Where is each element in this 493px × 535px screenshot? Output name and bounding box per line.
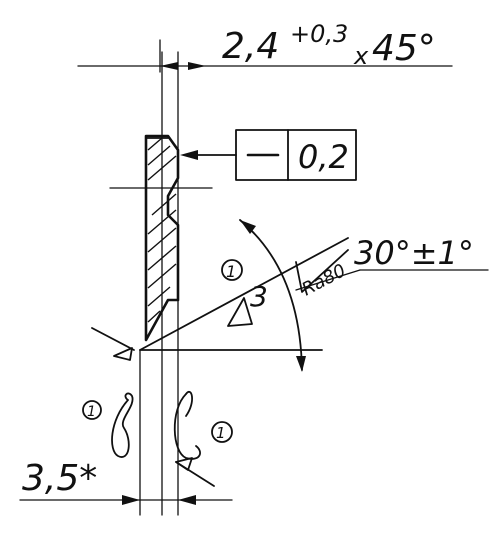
weld-loop-left-icon [111,392,134,458]
tolerance-leader-arrow [180,150,198,160]
angle-inclined-line [139,237,349,351]
chamfer-multiplier-text: x [353,42,369,70]
weld-loop-right-top [185,391,193,417]
weld-flag-left-icon [113,347,133,361]
weld-leg-text: 3 [250,280,268,313]
weld-loop-right-icon [173,393,201,460]
chamfer-dimension: 2,4 +0,3 x 45° [77,20,453,73]
weld-triangle-icon [227,297,253,327]
weld-indicator-right: 1 [173,391,233,487]
part-outline [109,51,213,516]
flatness-tolerance-frame: 0,2 [180,129,357,181]
weld-ref-left-circle-icon [82,400,102,420]
weld-ref-left-mark: 1 [87,404,96,420]
weld-ref-mark: 1 [226,262,236,281]
tolerance-value-text: 0,2 [298,138,349,176]
roughness-check-icon [295,249,349,293]
width-arrow-left [122,495,140,505]
chamfer-base-text: 2,4 [222,26,279,67]
angle-arc-arrow-bottom [296,356,306,372]
angle-dim-text: 30°±1° [354,234,474,272]
angle-arc [239,219,303,371]
chamfer-tolerance-text: +0,3 [290,20,348,48]
chamfer-arrow-left [160,62,178,70]
weld-ref-circle-icon [221,259,243,281]
chamfer-arrow-right [188,62,206,70]
weld-symbol-upper: 1 3 [221,259,268,327]
weld-ref-right-mark: 1 [216,424,226,442]
roughness-mark: Ra80 [295,249,349,300]
width-dimension: 3,5* [19,458,233,505]
angle-arc-arrow-top [240,220,256,234]
weld-leader-left [91,327,135,351]
chamfer-angle-text: 45° [372,28,436,69]
section-plate [144,134,180,342]
weld-indicator-left: 1 [82,327,135,458]
roughness-text: Ra80 [298,260,349,300]
width-arrow-right [178,495,196,505]
weld-ref-right-circle-icon [211,421,233,443]
angle-dimension: 30°±1° [139,219,489,372]
width-dim-text: 3,5* [22,458,97,499]
weld-flag-right-icon [175,457,193,471]
section-hatching [147,137,177,323]
